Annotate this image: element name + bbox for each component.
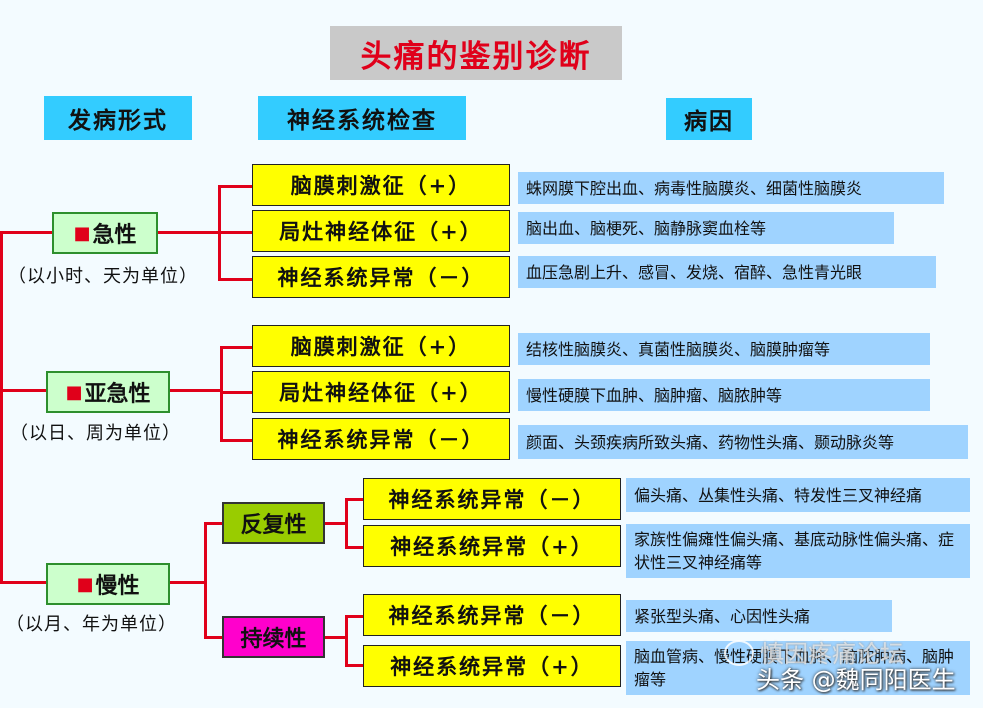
cause-box: 偏头痛、丛集性头痛、特发性三叉神经痛 [626, 478, 970, 512]
cause-box: 脑血管病、慢性硬膜下血肿、脑脓肿病、脑肿瘤等 [626, 641, 970, 695]
cause-box: 蛛网膜下腔出血、病毒性脑膜炎、细菌性脑膜炎 [518, 172, 944, 204]
onset-acute: ■ 急性 [52, 212, 158, 254]
onset-label: 慢性 [95, 573, 140, 599]
onset-unit: （以小时、天为单位） [8, 266, 198, 287]
exam-box: 神经系统异常（－） [252, 418, 510, 460]
header-exam: 神经系统检查 [258, 96, 466, 140]
exam-box: 神经系统异常（+） [363, 525, 621, 567]
cause-box: 紧张型头痛、心因性头痛 [626, 600, 892, 632]
onset-marker: ■ [76, 573, 94, 595]
exam-box: 脑膜刺激征（+） [252, 164, 510, 206]
onset-marker: ■ [65, 381, 83, 403]
watermark-line1: 慎因疼痛论坛 [760, 640, 904, 668]
watermark-logo-icon [724, 640, 754, 666]
onset-unit: （以月、年为单位） [6, 614, 177, 635]
exam-box: 局灶神经体征（+） [252, 371, 510, 413]
exam-box: 脑膜刺激征（+） [252, 325, 510, 367]
cause-box: 家族性偏瘫性偏头痛、基底动脉性偏头痛、症状性三叉神经痛等 [626, 524, 970, 578]
header-onset: 发病形式 [44, 96, 192, 140]
cause-box: 慢性硬膜下血肿、脑肿瘤、脑脓肿等 [518, 379, 930, 411]
onset-label: 急性 [92, 222, 137, 248]
exam-box: 局灶神经体征（+） [252, 210, 510, 252]
onset-unit: （以日、周为单位） [10, 423, 181, 444]
cause-box: 血压急剧上升、感冒、发烧、宿醉、急性青光眼 [518, 256, 936, 288]
cause-box: 脑出血、脑梗死、脑静脉窦血栓等 [518, 212, 894, 244]
page-title: 头痛的鉴别诊断 [330, 26, 622, 80]
onset-subacute: ■ 亚急性 [46, 371, 170, 413]
cause-box: 颜面、头颈疾病所致头痛、药物性头痛、颞动脉炎等 [518, 425, 968, 459]
exam-box: 神经系统异常（－） [363, 594, 621, 636]
watermark-line2: 头条 @魏同阳医生 [756, 666, 956, 694]
pattern-persistent: 持续性 [222, 616, 325, 658]
exam-box: 神经系统异常（+） [363, 645, 621, 687]
onset-chronic: ■ 慢性 [46, 563, 170, 605]
exam-box: 神经系统异常（－） [363, 478, 621, 520]
onset-label: 亚急性 [84, 381, 151, 407]
watermark: 慎因疼痛论坛 头条 @魏同阳医生 [660, 632, 960, 694]
pattern-recurrent: 反复性 [222, 502, 325, 544]
header-cause: 病因 [666, 98, 752, 140]
onset-marker: ■ [73, 222, 91, 244]
exam-box: 神经系统异常（－） [252, 256, 510, 298]
cause-box: 结核性脑膜炎、真菌性脑膜炎、脑膜肿瘤等 [518, 333, 930, 365]
